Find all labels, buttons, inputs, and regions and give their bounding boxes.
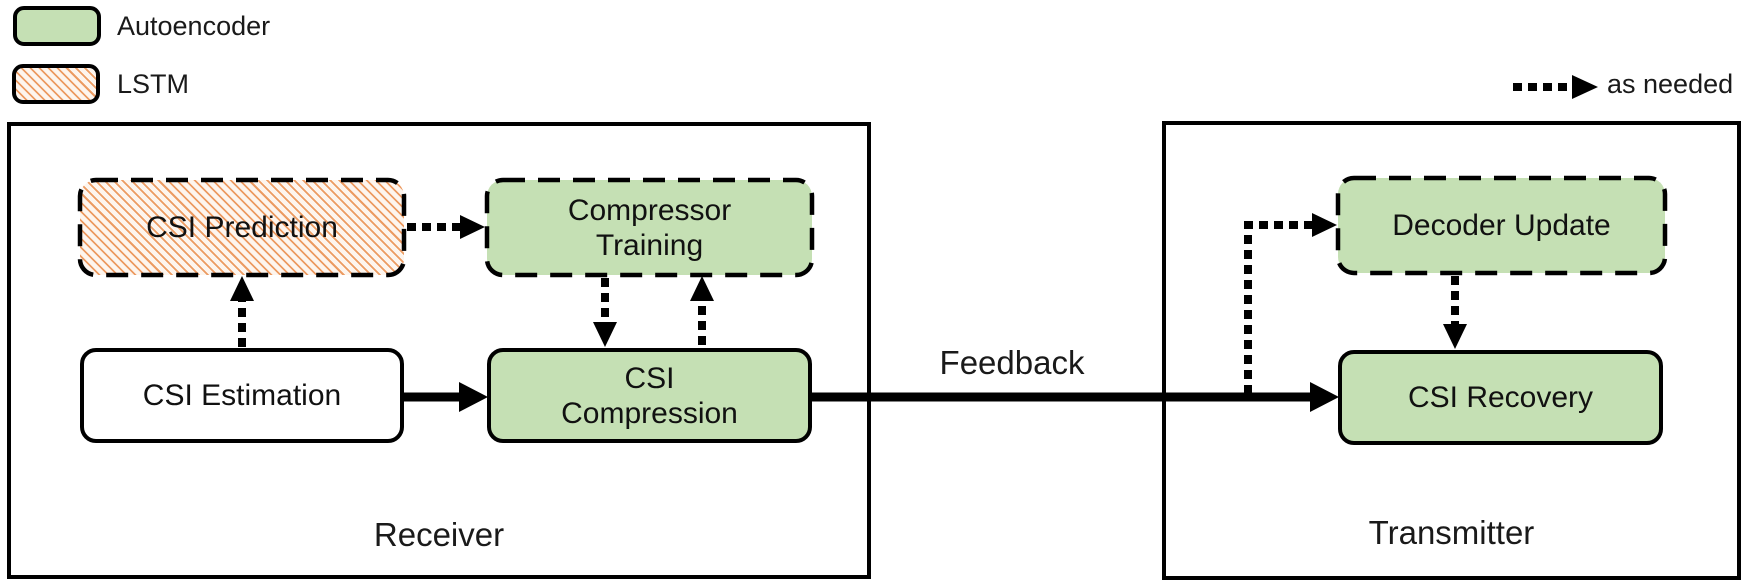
csi-recovery-label: CSI Recovery	[1407, 381, 1594, 414]
csi-estimation-node: CSI Estimation	[80, 348, 404, 443]
receiver-title: Receiver	[373, 516, 505, 553]
csi-prediction-node: CSI Prediction	[80, 180, 404, 275]
csi-estimation-label: CSI Estimation	[142, 379, 342, 412]
transmitter-title: Transmitter	[1368, 514, 1535, 551]
legend-autoencoder-label: Autoencoder	[117, 11, 271, 41]
legend-lstm-swatch	[12, 64, 100, 104]
csi-prediction-label: CSI Prediction	[146, 211, 338, 244]
receiver-section-box	[7, 122, 871, 579]
legend-as-needed-label: as needed	[1607, 69, 1734, 99]
csi-compression-label: CSI Compression	[561, 361, 738, 430]
compressor-training-label: Compressor Training	[567, 193, 732, 262]
decoder-update-node: Decoder Update	[1338, 178, 1665, 273]
csi-compression-node: CSI Compression	[487, 348, 812, 443]
decoder-update-label: Decoder Update	[1392, 209, 1611, 242]
legend-autoencoder-swatch	[13, 6, 101, 46]
legend-lstm-label: LSTM	[117, 69, 190, 99]
feedback-label: Feedback	[939, 344, 1085, 381]
csi-recovery-node: CSI Recovery	[1338, 350, 1663, 445]
compressor-training-node: Compressor Training	[487, 180, 812, 275]
transmitter-section-box	[1162, 121, 1741, 580]
as-needed-arrow-head	[1572, 75, 1598, 99]
